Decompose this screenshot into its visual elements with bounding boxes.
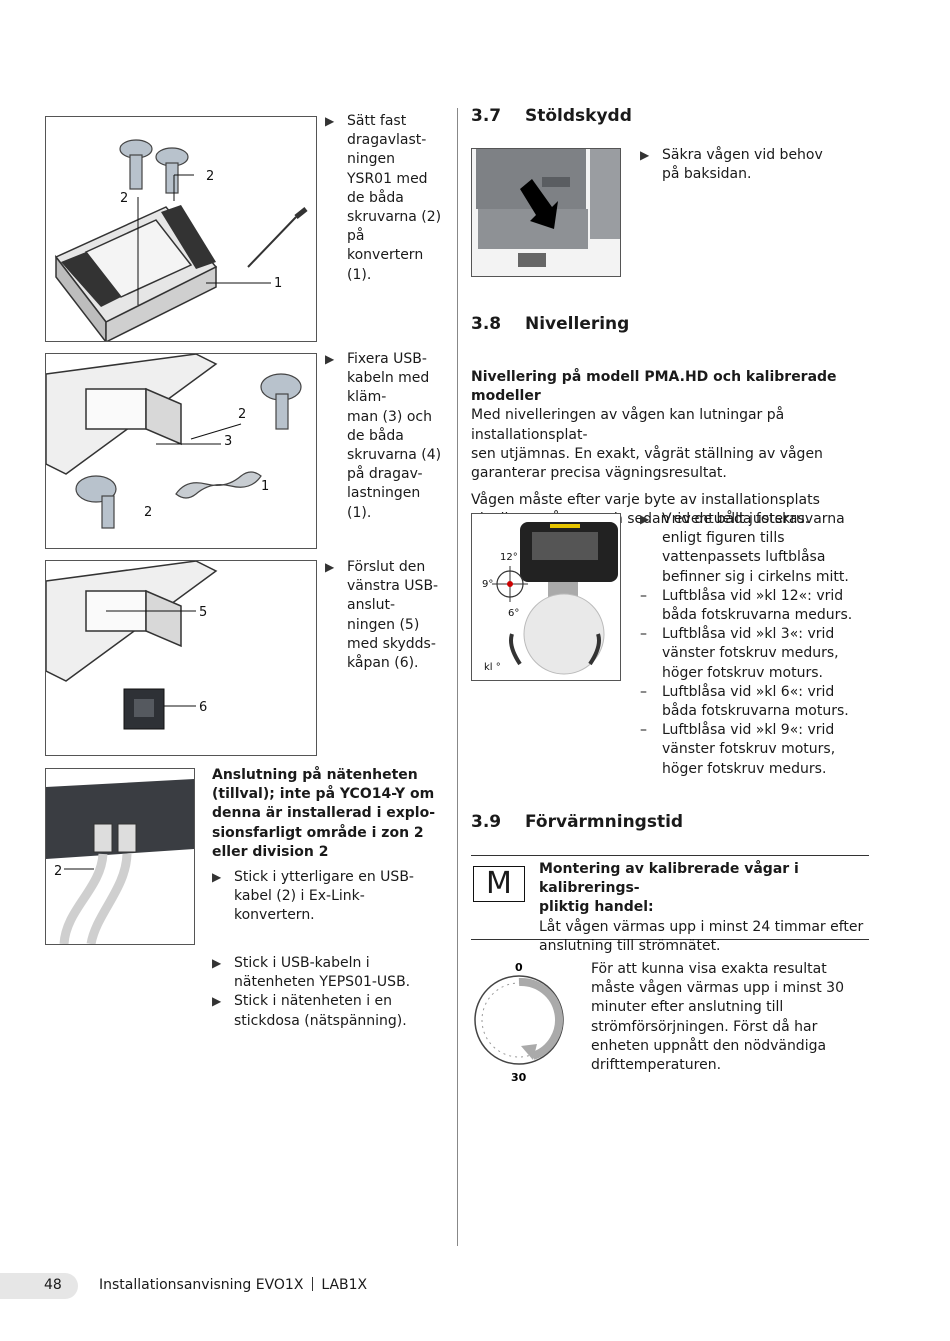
theft-protection-illustration <box>476 149 620 267</box>
warmup-text: För att kunna visa exakta resultat måste… <box>591 960 861 1075</box>
label-12: 12° <box>500 552 518 563</box>
step-item: Stick i nätenheten i en stickdosa (nätsp… <box>212 992 447 1030</box>
dial-bottom-label: 30 <box>511 1071 527 1084</box>
step-item: Säkra vågen vid behov på baksidan. <box>640 146 840 184</box>
note-text: Låt vågen värmas upp i minst 24 timmar e… <box>539 918 864 954</box>
label-6: 6° <box>508 608 519 619</box>
leveling-illustration: 12° 9° 6° kl ° <box>482 522 618 675</box>
step-list-2: Fixera USB-kabeln med kläm- man (3) och … <box>325 350 443 523</box>
label-9: 9° <box>482 579 493 590</box>
step-list-3: Förslut den vänstra USB-anslut- ningen (… <box>325 558 443 673</box>
section-heading-3-7: 3.7 Stöldskydd <box>471 106 632 126</box>
metrology-letter: M <box>486 866 512 901</box>
note-box: M Montering av kalibrerade vågar i kalib… <box>471 855 869 954</box>
step-list-1: Sätt fast dragavlast- ningen YSR01 med d… <box>325 112 443 285</box>
dash-item: Luftblåsa vid »kl 3«: vrid vänster fotsk… <box>640 625 872 683</box>
callout-5: 5 <box>199 605 207 620</box>
step-item: Fixera USB-kabeln med kläm- man (3) och … <box>325 350 443 523</box>
footer-doc-title: Installationsanvisning EVO1X <box>99 1277 304 1293</box>
dial-top-label: 0 <box>515 961 523 974</box>
callout-2d: 2 <box>144 505 152 520</box>
footer-product: LAB1X <box>321 1277 368 1293</box>
usb-cables-illustration: 2 <box>46 779 194 944</box>
clamp-screws-illustration: 2 3 1 2 <box>46 354 302 529</box>
leveling-text: Nivellering på modell PMA.HD och kalibre… <box>471 368 871 530</box>
section-title: Nivellering <box>525 314 630 334</box>
warmup-dial: 0 30 <box>471 960 567 1084</box>
step-item: Vrid de båda fotskruvarna enligt figuren… <box>640 510 872 587</box>
dash-item: Luftblåsa vid »kl 9«: vrid vänster fotsk… <box>640 721 872 779</box>
callout-2e: 2 <box>54 864 62 879</box>
step-item: Stick i ytterligare en USB-kabel (2) i E… <box>212 868 442 926</box>
callout-2c: 2 <box>238 407 246 422</box>
section-heading-3-8: 3.8 Nivellering <box>471 314 629 334</box>
footer-title: Installationsanvisning EVO1X LAB1X <box>99 1277 367 1293</box>
page-number-tab: 48 <box>0 1273 78 1299</box>
figure-usb-cables: 2 <box>45 768 195 945</box>
note-heading: Montering av kalibrerade vågar i kalibre… <box>539 861 799 916</box>
figure-theft-protection <box>471 148 621 277</box>
step-item: Förslut den vänstra USB-anslut- ningen (… <box>325 558 443 673</box>
dash-item: Luftblåsa vid »kl 6«: vrid båda fotskruv… <box>640 683 872 721</box>
callout-6: 6 <box>199 700 207 715</box>
column-divider <box>457 108 458 1246</box>
power-steps: Stick i USB-kabeln i nätenheten YEPS01-U… <box>212 954 447 1031</box>
metrology-symbol: M <box>473 866 525 902</box>
leveling-subheading: Nivellering på modell PMA.HD och kalibre… <box>471 369 837 405</box>
footer-separator <box>311 1277 313 1291</box>
section-number: 3.9 <box>471 812 502 832</box>
step-item: Sätt fast dragavlast- ningen YSR01 med d… <box>325 112 443 285</box>
label-kl: kl ° <box>484 662 501 673</box>
clock-icon: 0 30 <box>474 961 564 1084</box>
callout-1: 1 <box>274 276 282 291</box>
dash-item: Luftblåsa vid »kl 12«: vrid båda fotskru… <box>640 587 872 625</box>
converter-screws-illustration: 2 2 1 <box>54 139 308 341</box>
section-title: Förvärmningstid <box>525 812 684 832</box>
figure-usb-cap: 5 6 <box>45 560 317 756</box>
section-title: Stöldskydd <box>525 106 632 126</box>
step-item: Stick i USB-kabeln i nätenheten YEPS01-U… <box>212 954 447 992</box>
warmup-para: För att kunna visa exakta resultat måste… <box>591 961 844 1074</box>
step-list-3-7: Säkra vågen vid behov på baksidan. <box>640 146 840 184</box>
section-number: 3.7 <box>471 106 502 126</box>
section-number: 3.8 <box>471 314 502 334</box>
callout-2a: 2 <box>120 191 128 206</box>
power-section: Anslutning på nätenheten (tillval); inte… <box>212 766 442 926</box>
leveling-para-1: Med nivelleringen av vågen kan lutningar… <box>471 407 823 482</box>
figure-converter-screws: 2 2 1 <box>45 116 317 342</box>
power-heading: Anslutning på nätenheten (tillval); inte… <box>212 767 436 860</box>
leveling-steps: Vrid de båda fotskruvarna enligt figuren… <box>640 510 872 779</box>
figure-leveling: 12° 9° 6° kl ° <box>471 513 621 681</box>
callout-1b: 1 <box>261 479 269 494</box>
callout-2b: 2 <box>206 169 214 184</box>
callout-3: 3 <box>224 434 232 449</box>
section-heading-3-9: 3.9 Förvärmningstid <box>471 812 683 832</box>
page-number: 48 <box>44 1277 62 1293</box>
usb-cap-illustration: 5 6 <box>46 561 218 730</box>
figure-clamp-screws: 2 3 1 2 <box>45 353 317 549</box>
